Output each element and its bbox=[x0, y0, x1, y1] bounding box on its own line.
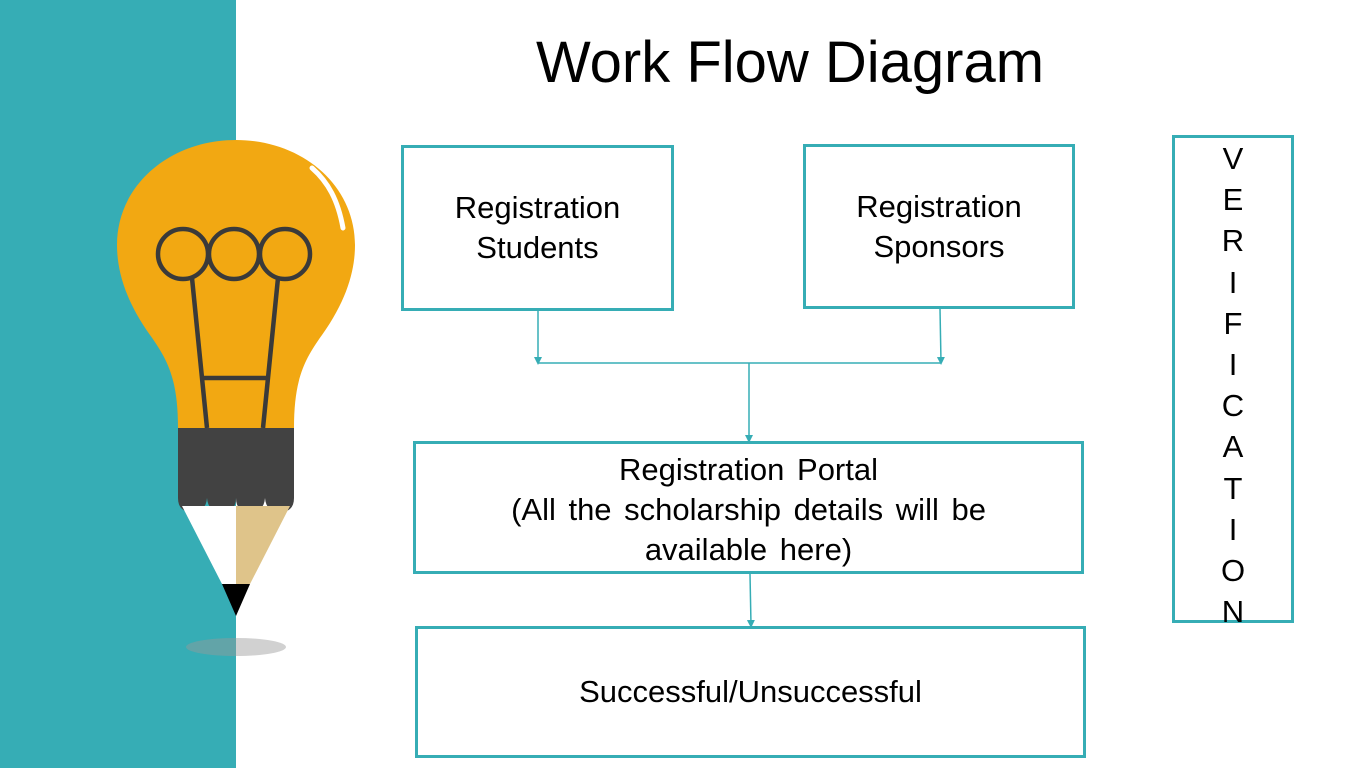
verification-letter: R bbox=[1221, 223, 1245, 259]
node-portal-line3: available here) bbox=[644, 532, 853, 567]
node-registration-portal: Registration Portal (All the scholarship… bbox=[413, 441, 1084, 574]
page-title: Work Flow Diagram bbox=[535, 30, 1045, 95]
node-result-label: Successful/Unsuccessful bbox=[579, 674, 922, 709]
node-sponsors-line2: Sponsors bbox=[873, 228, 1005, 264]
verification-letter: T bbox=[1223, 470, 1243, 506]
node-registration-sponsors: Registration Sponsors bbox=[803, 144, 1075, 309]
verification-letter: I bbox=[1228, 511, 1238, 547]
verification-letter: F bbox=[1223, 305, 1243, 341]
verification-letter: O bbox=[1220, 553, 1246, 589]
node-result: Successful/Unsuccessful bbox=[415, 626, 1086, 758]
lightbulb-pencil-icon bbox=[117, 140, 355, 656]
node-portal-line1: Registration Portal bbox=[618, 452, 878, 487]
arrow-sponsors-down bbox=[936, 308, 945, 365]
node-students-line1: Registration bbox=[454, 190, 621, 225]
node-registration-students: Registration Students bbox=[401, 145, 674, 311]
verification-letter: I bbox=[1228, 264, 1238, 300]
verification-letter: N bbox=[1221, 594, 1245, 630]
node-students-line2: Students bbox=[476, 230, 599, 265]
verification-letter: A bbox=[1222, 429, 1244, 465]
arrow-portal-to-result bbox=[746, 573, 755, 628]
node-verification: V E R I F I C A T I O N bbox=[1172, 135, 1294, 629]
node-sponsors-line1: Registration bbox=[856, 188, 1022, 224]
verification-letter: C bbox=[1221, 388, 1245, 424]
verification-letter: V bbox=[1222, 141, 1244, 176]
verification-letter: E bbox=[1222, 182, 1244, 218]
verification-letters: V E R I F I C A T I O N bbox=[1221, 138, 1245, 632]
verification-letter: I bbox=[1228, 347, 1238, 383]
node-portal-line2: (All the scholarship details will be bbox=[511, 492, 986, 527]
